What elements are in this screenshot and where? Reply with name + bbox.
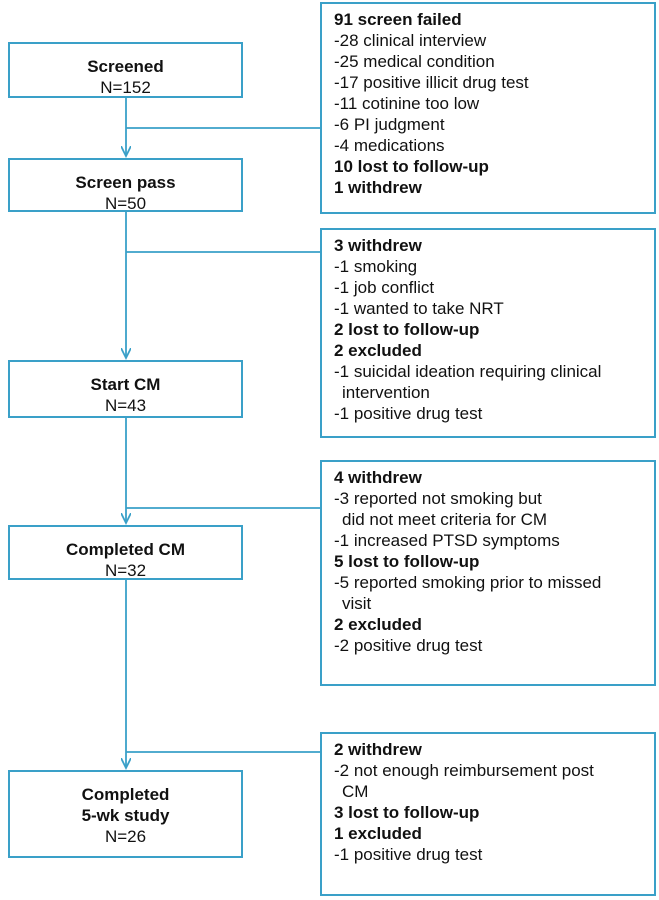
- exclusion-heading: 3 withdrew: [334, 236, 422, 255]
- exclusion-heading: 2 withdrew: [334, 740, 422, 759]
- exclusion-item: -5 reported smoking prior to missed: [334, 573, 602, 592]
- exclusion-item: -1 wanted to take NRT: [334, 299, 504, 318]
- exclusion-box-during-cm: 4 withdrew -3 reported not smoking but d…: [320, 460, 656, 686]
- exclusion-heading: 2 excluded: [334, 341, 422, 360]
- exclusion-item-continued: visit: [342, 594, 372, 613]
- exclusion-heading: 1 excluded: [334, 824, 422, 843]
- exclusion-heading: 10 lost to follow-up: [334, 157, 489, 176]
- exclusion-item: -28 clinical interview: [334, 31, 487, 50]
- exclusion-box-post-cm: 2 withdrew -2 not enough reimbursement p…: [320, 732, 656, 896]
- exclusion-item: -1 suicidal ideation requiring clinical: [334, 362, 602, 381]
- stage-box-screened: Screened N=152: [8, 42, 243, 98]
- exclusion-item: -1 job conflict: [334, 278, 435, 297]
- exclusion-heading: 3 lost to follow-up: [334, 803, 480, 822]
- exclusion-heading: 4 withdrew: [334, 468, 422, 487]
- exclusion-item: -2 positive drug test: [334, 636, 483, 655]
- exclusion-box-screening: 91 screen failed -28 clinical interview …: [320, 2, 656, 214]
- stage-label: Completed CM: [66, 540, 185, 559]
- exclusion-item: -11 cotinine too low: [334, 94, 480, 113]
- exclusion-heading: 5 lost to follow-up: [334, 552, 480, 571]
- exclusion-heading: 1 withdrew: [334, 178, 422, 197]
- exclusion-item: -25 medical condition: [334, 52, 495, 71]
- stage-box-completed-study: Completed 5-wk study N=26: [8, 770, 243, 858]
- exclusion-heading: 2 lost to follow-up: [334, 320, 480, 339]
- stage-count: N=32: [104, 561, 147, 580]
- exclusion-heading: 91 screen failed: [334, 10, 462, 29]
- stage-label: Completed: [81, 785, 170, 804]
- stage-label-line-2: 5-wk study: [81, 806, 170, 825]
- exclusion-item: -1 increased PTSD symptoms: [334, 531, 560, 550]
- exclusion-item: -6 PI judgment: [334, 115, 445, 134]
- stage-box-screen-pass: Screen pass N=50: [8, 158, 243, 213]
- stage-box-completed-cm: Completed CM N=32: [8, 525, 243, 580]
- exclusion-item: -2 not enough reimbursement post: [334, 761, 594, 780]
- exclusion-item: -1 positive drug test: [334, 404, 483, 423]
- stage-count: N=43: [104, 396, 147, 415]
- stage-label: Screened: [87, 57, 164, 76]
- exclusion-item: -1 positive drug test: [334, 845, 483, 864]
- stage-label: Screen pass: [75, 173, 176, 192]
- exclusion-box-pre-cm: 3 withdrew -1 smoking -1 job conflict -1…: [320, 228, 656, 438]
- stage-box-start-cm: Start CM N=43: [8, 360, 243, 418]
- exclusion-item: -3 reported not smoking but: [334, 489, 542, 508]
- exclusion-item-continued: intervention: [342, 383, 430, 402]
- exclusion-item: -4 medications: [334, 136, 445, 155]
- stage-count: N=26: [104, 827, 147, 846]
- exclusion-item: -17 positive illicit drug test: [334, 73, 529, 92]
- stage-count: N=152: [100, 78, 151, 97]
- exclusion-item: -1 smoking: [334, 257, 418, 276]
- exclusion-item-continued: did not meet criteria for CM: [342, 510, 548, 529]
- stage-label: Start CM: [90, 375, 161, 394]
- exclusion-item-continued: CM: [342, 782, 369, 801]
- stage-count: N=50: [104, 194, 147, 213]
- exclusion-heading: 2 excluded: [334, 615, 422, 634]
